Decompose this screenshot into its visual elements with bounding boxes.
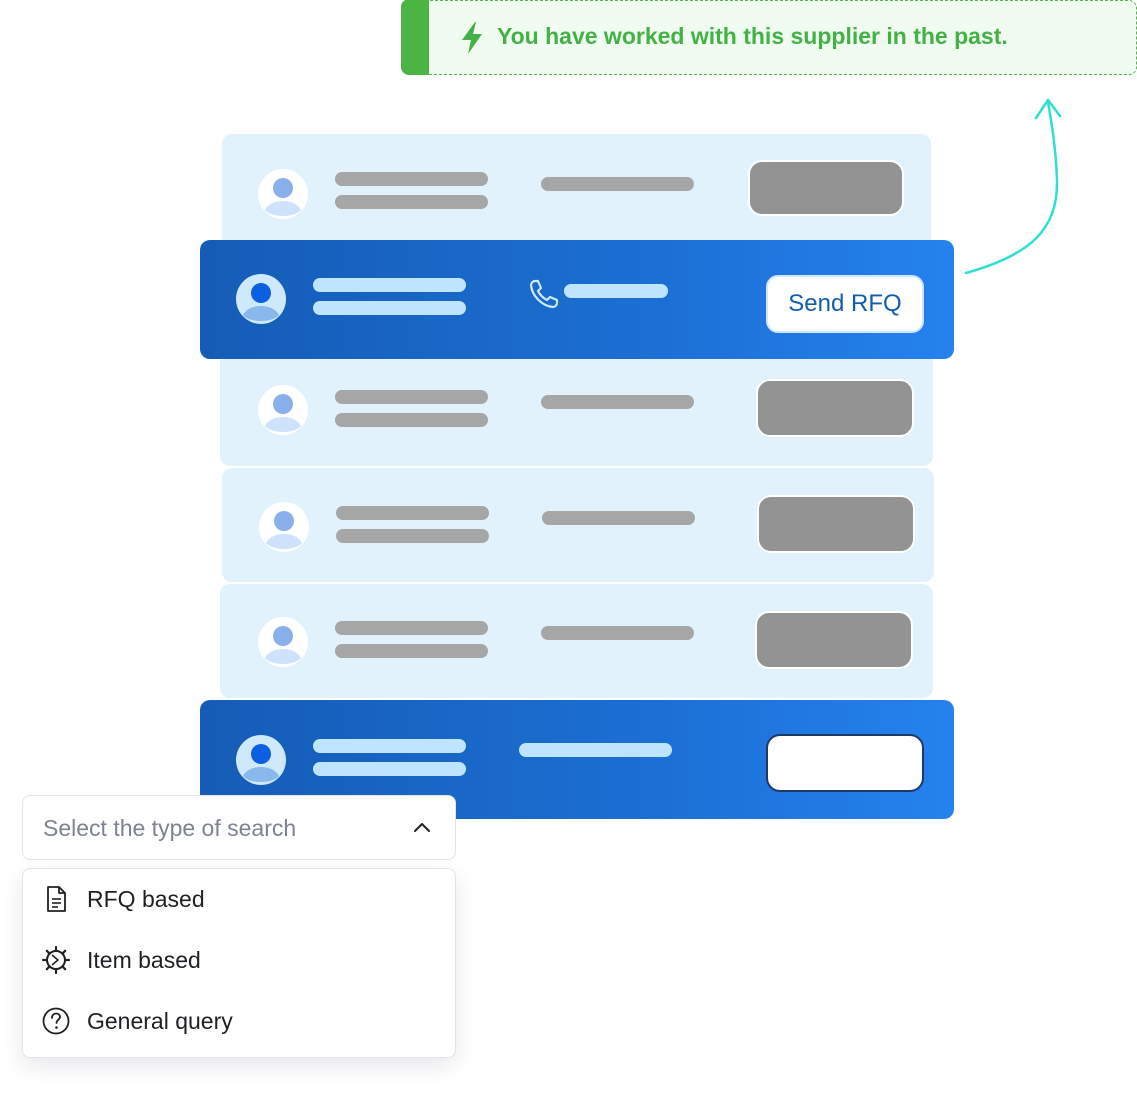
supplier-detail-placeholder: [335, 644, 488, 658]
menu-item-rfq-based[interactable]: RFQ based: [23, 870, 454, 928]
avatar-icon: [258, 169, 308, 219]
avatar-icon: [236, 274, 286, 324]
avatar-icon: [259, 502, 309, 552]
notice-text: You have worked with this supplier in th…: [497, 23, 1008, 49]
supplier-name-placeholder: [313, 739, 466, 753]
phone-icon: [529, 279, 559, 309]
contact-placeholder: [541, 626, 694, 640]
menu-item-label: RFQ based: [87, 886, 205, 912]
supplier-history-notice: You have worked with this supplier in th…: [401, 0, 1137, 75]
supplier-detail-placeholder: [336, 529, 489, 543]
curved-arrow: [964, 98, 1062, 275]
supplier-row-highlighted[interactable]: Send RFQ: [200, 240, 954, 359]
supplier-detail-placeholder: [335, 413, 488, 427]
supplier-row[interactable]: [220, 350, 933, 466]
supplier-detail-placeholder: [335, 195, 488, 209]
contact-placeholder: [519, 743, 672, 757]
action-button-placeholder[interactable]: [755, 611, 913, 669]
supplier-row[interactable]: [222, 468, 934, 582]
supplier-name-placeholder: [335, 390, 488, 404]
action-button-placeholder[interactable]: [757, 495, 915, 553]
avatar-icon: [236, 735, 286, 785]
lightning-icon: [462, 22, 482, 54]
action-button-placeholder[interactable]: [748, 160, 904, 216]
menu-item-label: Item based: [87, 947, 201, 973]
contact-placeholder: [542, 511, 695, 525]
document-icon: [47, 886, 66, 912]
send-rfq-button[interactable]: Send RFQ: [766, 275, 924, 333]
search-type-select[interactable]: Select the type of search: [22, 795, 456, 860]
contact-placeholder: [541, 177, 694, 191]
search-type-menu: RFQ based Item based General query: [22, 868, 456, 1058]
question-circle-icon: [42, 1007, 70, 1035]
avatar-icon: [258, 617, 308, 667]
supplier-detail-placeholder: [313, 301, 466, 315]
contact-placeholder: [564, 284, 668, 298]
menu-item-item-based[interactable]: Item based: [23, 931, 454, 989]
supplier-name-placeholder: [335, 621, 488, 635]
menu-item-general-query[interactable]: General query: [23, 992, 454, 1050]
supplier-row[interactable]: [222, 134, 931, 252]
search-type-placeholder: Select the type of search: [43, 815, 297, 841]
supplier-row[interactable]: [220, 584, 933, 698]
notice-accent-bar: [401, 0, 429, 75]
supplier-detail-placeholder: [313, 762, 466, 776]
supplier-name-placeholder: [335, 172, 488, 186]
avatar-icon: [258, 385, 308, 435]
supplier-name-placeholder: [336, 506, 489, 520]
action-button-placeholder[interactable]: [756, 379, 914, 437]
contact-placeholder: [541, 395, 694, 409]
action-button-placeholder[interactable]: [766, 734, 924, 792]
gear-icon: [41, 945, 71, 975]
chevron-up-icon[interactable]: [412, 820, 432, 834]
supplier-name-placeholder: [313, 278, 466, 292]
menu-item-label: General query: [87, 1008, 233, 1034]
